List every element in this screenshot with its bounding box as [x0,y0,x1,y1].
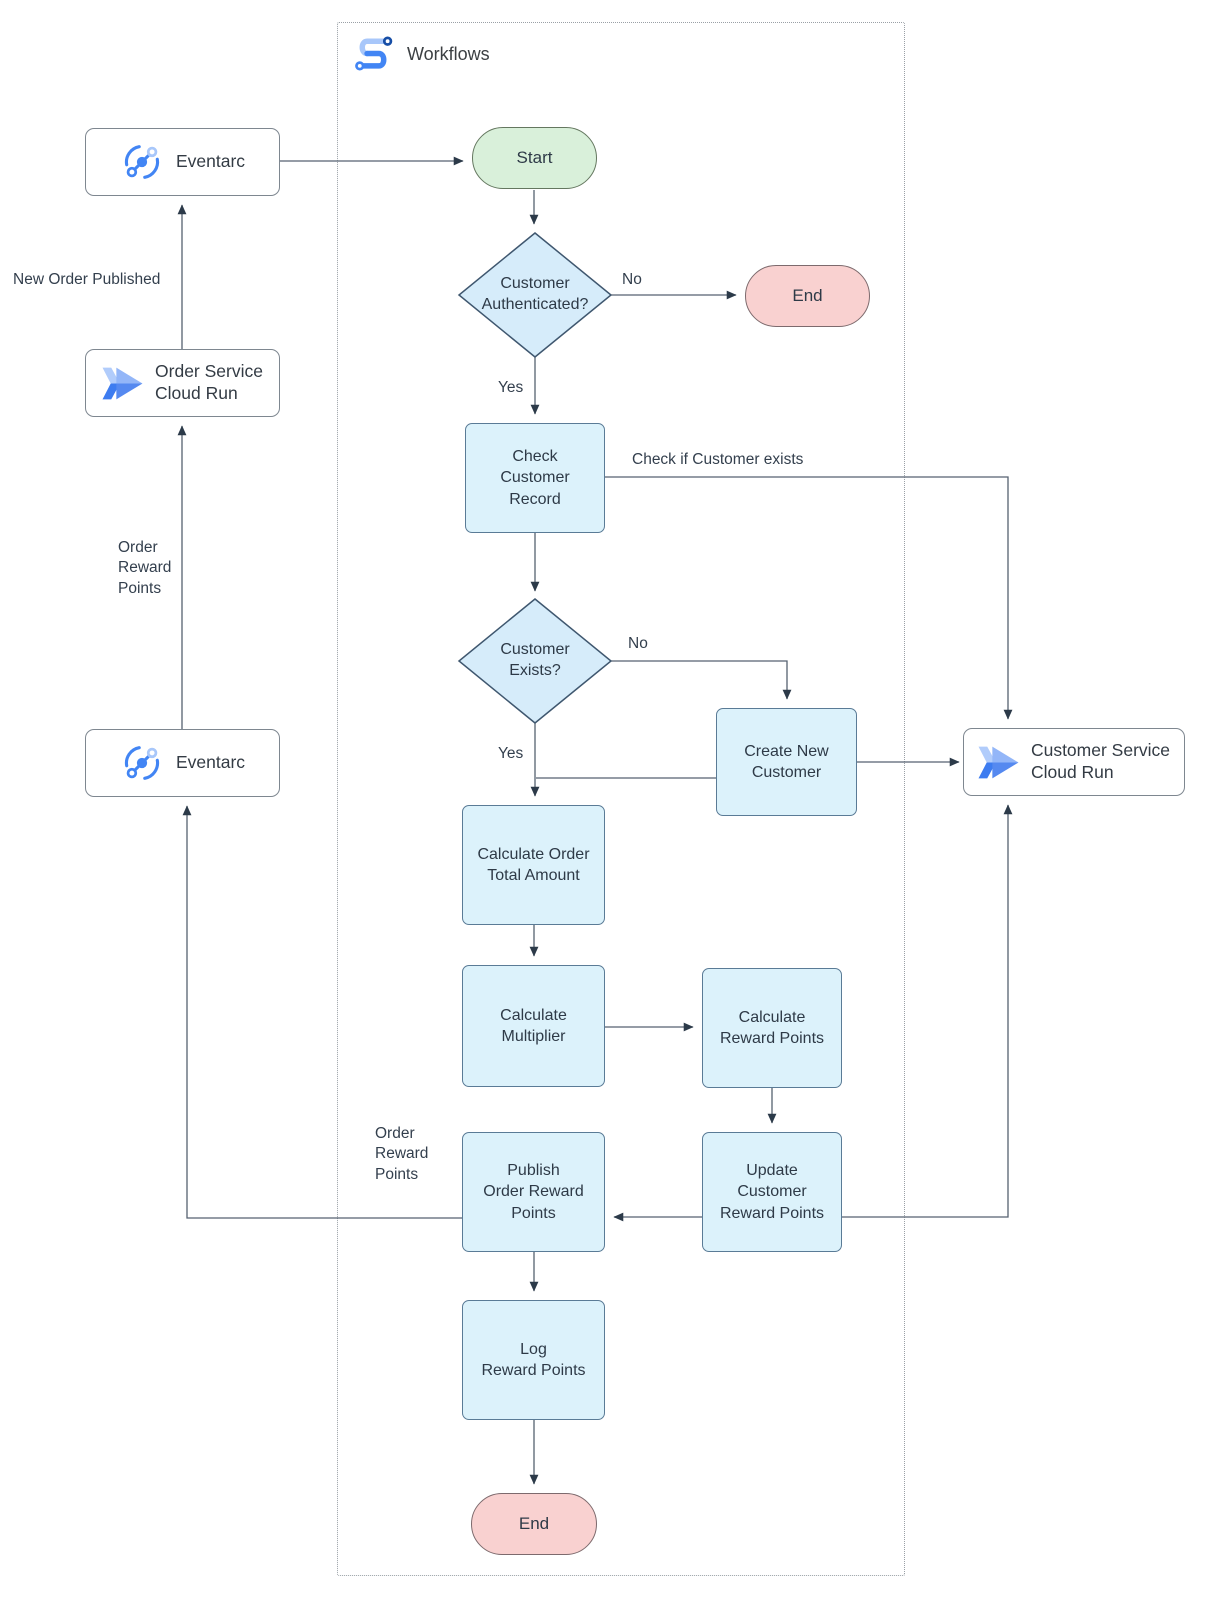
edge-publish-to-eventarc [182,805,462,1219]
calculate-reward-points-node: Calculate Reward Points [702,968,842,1088]
customer-service-label: Customer Service Cloud Run [1030,740,1171,782]
log-reward-points-node: Log Reward Points [462,1300,605,1420]
workflows-container [337,22,905,1576]
label-order-reward-points-left: Order Reward Points [118,539,172,597]
label-new-order-published: New Order Published [13,271,161,288]
eventarc-top-label: Eventarc [175,151,246,172]
edge-exists-no-to-create [611,660,792,700]
customer-authenticated-label: Customer Authenticated? [481,275,589,313]
label-check-if-customer-exists: Check if Customer exists [632,451,804,468]
label-auth-yes: Yes [498,379,524,396]
start-node: Start [472,127,597,189]
customer-service-box: Customer Service Cloud Run [963,728,1185,796]
edge-check-to-customer-service [605,476,1013,720]
eventarc-bottom-label: Eventarc [175,752,246,773]
end-node-bottom: End [471,1493,597,1555]
customer-exists-label: Customer Exists? [500,641,570,679]
workflows-title: Workflows [407,43,490,64]
end-node-top: End [745,265,870,327]
eventarc-icon [124,746,160,780]
order-service-label: Order Service Cloud Run [155,361,263,403]
cloud-run-icon [102,367,143,399]
eventarc-icon [124,145,160,179]
calculate-order-total-node: Calculate Order Total Amount [462,805,605,925]
eventarc-top-box: Eventarc [85,128,280,196]
order-service-box: Order Service Cloud Run [85,349,280,417]
label-order-reward-points-publish: Order Reward Points [375,1125,429,1183]
decision-customer-authenticated [457,232,613,358]
eventarc-bottom-box: Eventarc [85,729,280,797]
calculate-multiplier-node: Calculate Multiplier [462,965,605,1087]
label-auth-no: No [622,271,642,288]
decision-customer-exists [457,598,613,724]
workflows-header: Workflows [352,34,490,74]
publish-order-reward-points-node: Publish Order Reward Points [462,1132,605,1252]
update-customer-reward-points-node: Update Customer Reward Points [702,1132,842,1252]
workflows-icon [355,36,393,71]
create-new-customer-node: Create New Customer [716,708,857,816]
check-customer-record-node: Check Customer Record [465,423,605,533]
label-exists-yes: Yes [498,745,524,762]
cloud-run-icon [978,746,1019,778]
label-exists-no: No [628,635,648,652]
edge-update-to-customer-service [842,804,1013,1218]
